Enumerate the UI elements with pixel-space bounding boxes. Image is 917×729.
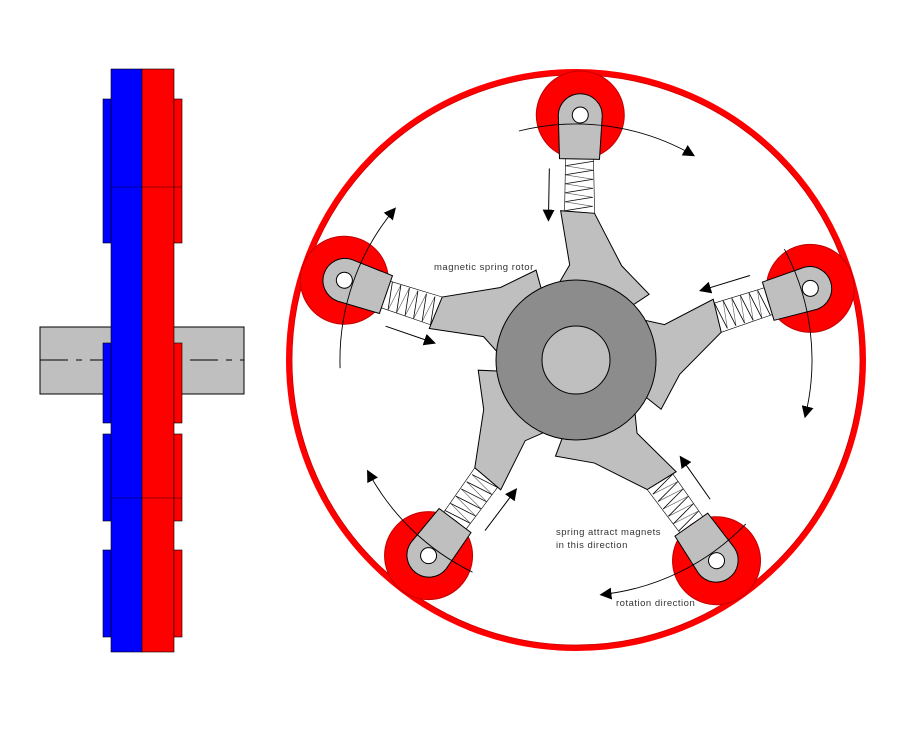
wheel-pin (708, 552, 726, 570)
rotor-arm-5 (554, 375, 762, 606)
spring-coil (443, 467, 498, 530)
spring-coil (714, 287, 773, 333)
rotation-arrows (339, 123, 814, 600)
red-magnet-blocks (173, 98, 183, 638)
spring-direction-label-line2: in this direction (556, 540, 628, 551)
spring-coil (564, 158, 595, 214)
wheel-pin (420, 547, 438, 565)
rotation-arc-arrow (339, 207, 396, 369)
rotor-label: magnetic spring rotor (434, 262, 534, 273)
blue-magnet-blocks (102, 98, 112, 638)
rotor-axle (541, 325, 611, 395)
blue-disc (110, 68, 143, 653)
wheel-bracket (761, 266, 833, 321)
wheel-bracket (557, 93, 603, 160)
rotation-arc-arrow (367, 469, 473, 573)
rotation-arc-arrow (599, 523, 747, 600)
spring-coil (646, 473, 704, 533)
rotation-arc-arrow (518, 123, 696, 157)
wheel-pin (335, 271, 353, 289)
side-view (39, 68, 245, 653)
spring-direction-arrow (699, 274, 751, 294)
spring-direction-arrow (542, 168, 555, 222)
wheel-bracket (322, 257, 394, 315)
red-disc (141, 68, 175, 653)
rotation-arc-arrow (784, 248, 814, 419)
wheel-pin (571, 106, 589, 124)
wheel-pin (801, 279, 819, 297)
spring-direction-label-line1: spring attract magnets (556, 527, 661, 538)
spring-direction-arrow (385, 325, 436, 346)
rotation-direction-label: rotation direction (616, 598, 695, 609)
spring-coil (381, 281, 443, 326)
spring-direction-arrow (484, 488, 518, 531)
rotor-arm-1 (384, 369, 579, 601)
spring-direction-arrow (679, 455, 711, 500)
front-view (286, 69, 866, 651)
